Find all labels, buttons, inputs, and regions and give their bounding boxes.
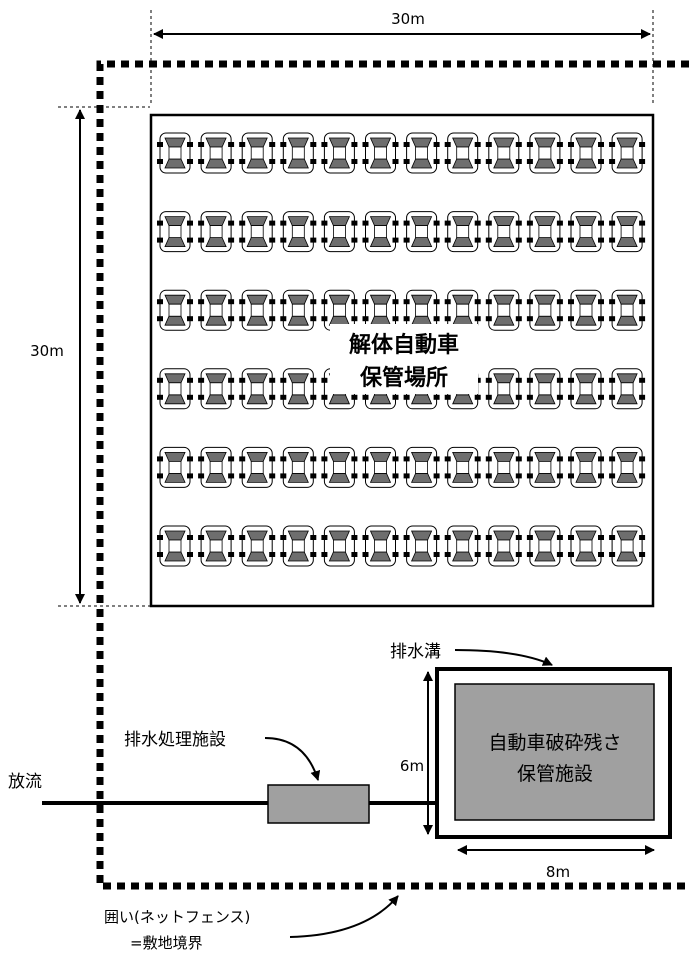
wastewater-treatment-facility [267, 784, 370, 824]
facility-width-label: 8m [546, 863, 570, 881]
dismantled-car [238, 132, 276, 174]
left-dimension: 30m [30, 106, 150, 607]
dismantled-car [197, 289, 235, 331]
dismantled-car [197, 525, 235, 567]
dismantled-car [238, 446, 276, 488]
dismantled-car [197, 132, 235, 174]
storage-yard-label-line2: 保管場所 [359, 365, 448, 391]
dismantled-car [567, 446, 605, 488]
dismantled-car [444, 211, 482, 253]
dismantled-car [608, 368, 646, 410]
facility-height-label: 6m [400, 757, 424, 775]
dismantled-car [156, 289, 194, 331]
dismantled-car [485, 132, 523, 174]
dismantled-car [567, 289, 605, 331]
fence-arrow [289, 895, 399, 938]
dismantled-car [156, 132, 194, 174]
dismantled-car [279, 289, 317, 331]
treatment-facility-label: 排水処理施設 [124, 730, 226, 750]
dismantled-car [485, 289, 523, 331]
storage-yard-label: 解体自動車 保管場所 [330, 324, 478, 394]
top-dimension-label: 30m [391, 10, 425, 28]
discharge-label: 放流 [8, 772, 42, 792]
dismantled-car [608, 289, 646, 331]
dismantled-car [279, 368, 317, 410]
dismantled-car [567, 525, 605, 567]
dismantled-car [156, 446, 194, 488]
dismantled-car [403, 211, 441, 253]
dismantled-car [485, 446, 523, 488]
dismantled-car [485, 368, 523, 410]
dismantled-car [362, 132, 399, 174]
dismantled-car [526, 132, 564, 174]
dismantled-car [156, 211, 194, 253]
dismantled-car [567, 132, 605, 174]
dismantled-car [526, 211, 564, 253]
dismantled-car [444, 525, 482, 567]
dismantled-car [156, 368, 194, 410]
fence-label-line2: =敷地境界 [130, 934, 203, 952]
top-dimension: 30m [150, 10, 654, 106]
treatment-facility-arrow [264, 737, 321, 781]
debris-facility-label-line2: 保管施設 [517, 763, 593, 785]
dismantled-car [567, 368, 605, 410]
dismantled-car [608, 211, 646, 253]
dismantled-car [362, 211, 399, 253]
dismantled-car [320, 446, 358, 488]
dismantled-car [156, 525, 194, 567]
dismantled-car [608, 525, 646, 567]
dismantled-car [444, 446, 482, 488]
dismantled-car [238, 289, 276, 331]
dismantled-car [485, 211, 523, 253]
dismantled-car [444, 132, 482, 174]
dismantled-car [320, 132, 358, 174]
dismantled-car [403, 132, 441, 174]
left-dimension-label: 30m [30, 342, 64, 360]
dismantled-car [320, 525, 358, 567]
dismantled-car [526, 289, 564, 331]
dismantled-car [608, 132, 646, 174]
dismantled-car [320, 211, 358, 253]
dismantled-car [238, 525, 276, 567]
dismantled-car [279, 132, 317, 174]
fence-boundary [96, 60, 689, 890]
dismantled-car [238, 211, 276, 253]
fence-label-line1: 囲い(ネットフェンス) [104, 908, 250, 926]
dismantled-car [526, 525, 564, 567]
dismantled-car [279, 525, 317, 567]
dismantled-car [362, 446, 399, 488]
dismantled-car [238, 368, 276, 410]
dismantled-car [403, 525, 441, 567]
drainage-ditch-label: 排水溝 [390, 642, 441, 662]
storage-yard-label-line1: 解体自動車 [349, 332, 459, 358]
dismantled-car [197, 368, 235, 410]
dismantled-car [362, 525, 399, 567]
debris-storage-facility [454, 683, 655, 821]
dismantled-car [279, 211, 317, 253]
drainage-ditch-arrow [454, 649, 553, 666]
dismantled-car [197, 446, 235, 488]
dismantled-car [567, 211, 605, 253]
dismantled-car [403, 446, 441, 488]
dismantled-car [197, 211, 235, 253]
dismantled-car [279, 446, 317, 488]
debris-facility-label-line1: 自動車破砕残さ [488, 732, 621, 754]
dismantled-car [526, 368, 564, 410]
dismantled-car [608, 446, 646, 488]
dismantled-car [485, 525, 523, 567]
dismantled-car [526, 446, 564, 488]
